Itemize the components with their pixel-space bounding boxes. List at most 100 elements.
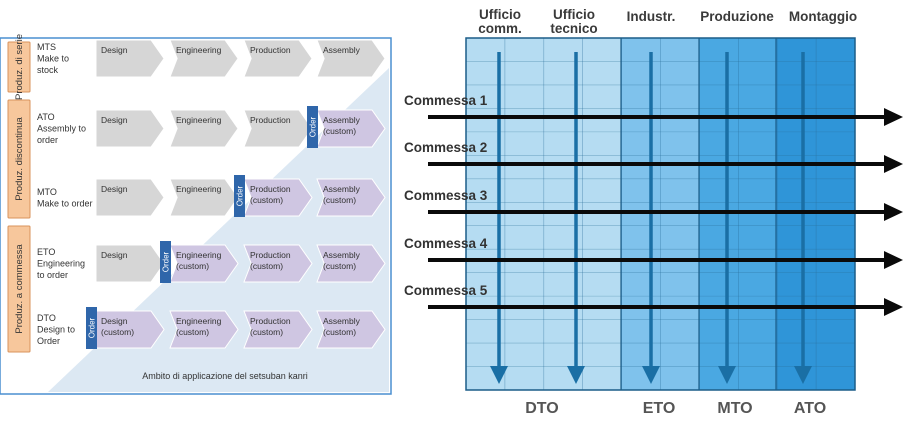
order-flow-arrow-head [884,251,903,269]
process-step-shape [316,310,386,349]
process-step-shape [95,244,165,283]
zone-label: MTO [717,400,752,417]
production-types-panel: Ambito di applicazione del setsuban kanr… [0,34,392,395]
flow-arrow-head [718,366,736,384]
order-flow-row: Commessa 4 [404,236,903,269]
order-label: Order [88,317,97,338]
process-step-label: Assembly [323,250,361,260]
process-step: Design [95,178,165,217]
production-type-label: Assembly to [37,124,86,134]
order-flow-label: Commessa 4 [404,236,488,251]
order-flow-arrow-head [884,298,903,316]
process-step-shape [169,244,239,283]
department-header: Produzione [700,9,774,24]
process-step-shape [169,178,239,217]
department-header-label: Montaggio [789,9,857,24]
process-step-label: (custom) [323,327,356,337]
process-step-label: (custom) [323,126,356,136]
process-step-label: Design [101,184,128,194]
process-step: Engineering(custom) [169,244,239,283]
order-flow-row: Commessa 5 [404,283,903,316]
process-step: Engineering(custom) [169,310,239,349]
process-step-shape [169,310,239,349]
process-step-label: (custom) [176,261,209,271]
process-step: Design [95,244,165,283]
department-header-label: tecnico [550,21,597,36]
process-step: Design [95,109,165,148]
production-type-label: ETO [37,247,55,257]
zone-label: ETO [643,400,676,417]
production-type-label: Make to [37,54,69,64]
order-flow-label: Commessa 1 [404,93,488,108]
process-step-label: (custom) [323,195,356,205]
process-step-label: Design [101,250,128,260]
process-step: Assembly(custom) [316,178,386,217]
process-step-label: Design [101,316,128,326]
process-step-shape [169,39,239,78]
flow-arrow-head [490,366,508,384]
production-type-label: Design to [37,325,75,335]
department-header-label: Ufficio [479,7,521,22]
order-flow-row: Commessa 1 [404,93,903,126]
process-step-label: (custom) [250,327,283,337]
process-step-label: (custom) [250,261,283,271]
flow-arrow-head [794,366,812,384]
process-step: Assembly(custom) [316,310,386,349]
process-step: Design(custom) [95,310,165,349]
process-step-label: Production [250,184,291,194]
production-type-label: Engineering [37,259,85,269]
process-step: Production(custom) [243,244,313,283]
process-step-shape [95,39,165,78]
process-step: Production(custom) [243,178,313,217]
order-marker: Order [234,175,245,217]
process-step: Assembly [316,39,386,78]
zone-label: DTO [525,400,558,417]
process-step-label: Assembly [323,184,361,194]
process-step: Engineering [169,39,239,78]
department-header-label: Industr. [627,9,676,24]
process-step-label: Design [101,115,128,125]
group-label-box [7,225,31,353]
process-step-label: Engineering [176,250,222,260]
process-step: Engineering [169,109,239,148]
process-step: Engineering [169,178,239,217]
process-step-label: Engineering [176,316,222,326]
process-step-label: Production [250,316,291,326]
process-step-shape [316,244,386,283]
order-marker: Order [307,106,318,148]
scope-footer-label: Ambito di applicazione del setsuban kanr… [142,371,308,381]
flow-arrow-head [642,366,660,384]
order-flow-row: Commessa 2 [404,140,903,173]
group-label-box [7,41,31,93]
department-header-label: comm. [478,21,522,36]
departments-matrix-panel: Ufficiocomm.UfficiotecnicoIndustr.Produz… [404,7,903,417]
production-type-label: to order [37,270,68,280]
production-type-label: MTS [37,42,56,52]
process-step-label: Engineering [176,184,222,194]
order-tab [86,307,97,349]
order-flow-label: Commessa 3 [404,188,488,203]
order-flow-arrow-head [884,155,903,173]
order-tab [307,106,318,148]
group-label-box [7,99,31,219]
process-step-label: Production [250,115,291,125]
department-header-label: Ufficio [553,7,595,22]
process-step-label: Engineering [176,45,222,55]
process-step-label: Engineering [176,115,222,125]
process-step: Assembly(custom) [316,244,386,283]
process-step-label: Assembly [323,316,361,326]
production-type-label: Make to order [37,198,93,208]
process-step-shape [95,109,165,148]
process-step: Production [243,109,313,148]
order-marker: Order [86,307,97,349]
process-step: Design [95,39,165,78]
process-step-label: Assembly [323,45,361,55]
order-flow-label: Commessa 2 [404,140,487,155]
order-flow-arrow-head [884,108,903,126]
